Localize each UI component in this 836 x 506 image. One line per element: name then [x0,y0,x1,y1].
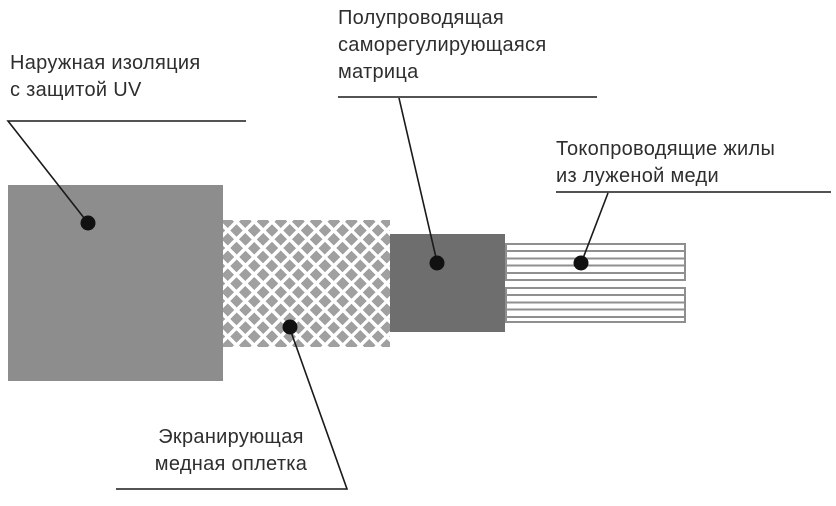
label-braid-line2: медная оплетка [154,453,308,475]
self-regulating-matrix-layer [390,234,505,332]
copper-braid-layer [223,220,390,347]
label-braid: Экранирующая медная оплетка [115,424,347,478]
label-outer-insulation-line2: с защитой UV [10,79,142,101]
label-matrix-line2: саморегулирующаяся [338,34,547,56]
label-outer-insulation-line1: Наружная изоляция [10,52,201,74]
label-matrix-line1: Полупроводящая [338,7,504,29]
label-conductors: Токопроводящие жилы из луженой меди [556,136,775,190]
label-matrix-line3: матрица [338,61,419,83]
label-conductors-line1: Токопроводящие жилы [556,138,776,160]
label-matrix: Полупроводящая саморегулирующаяся матриц… [338,5,546,86]
label-outer-insulation: Наружная изоляция с защитой UV [10,50,200,104]
label-braid-line1: Экранирующая [158,426,304,448]
conductor-bundle-bottom [505,287,686,323]
label-conductors-line2: из луженой меди [556,165,719,187]
conductor-bundle-top [505,243,686,281]
outer-insulation-layer [8,185,223,381]
